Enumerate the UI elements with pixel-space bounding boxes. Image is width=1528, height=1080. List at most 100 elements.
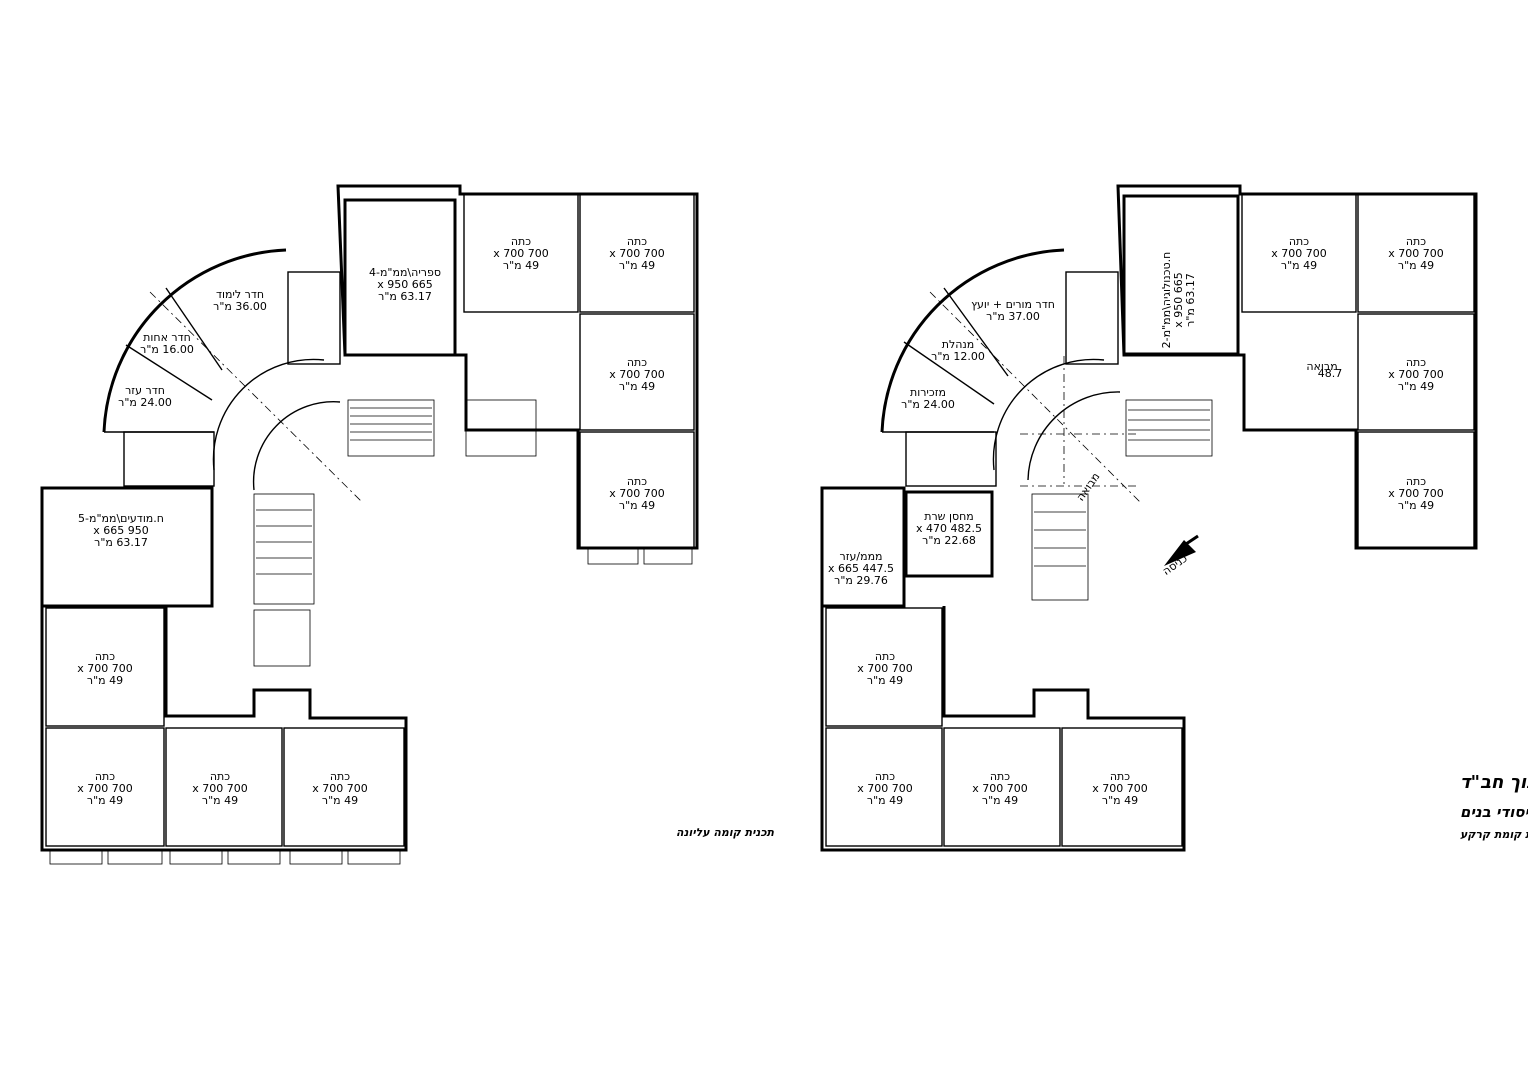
room-text-line: 24.00 מ"ר (901, 398, 955, 411)
room-text-line: מנהלת (942, 338, 975, 351)
room-text-line: כתה (1110, 770, 1130, 783)
ground-corridor-curve (1027, 391, 1121, 481)
room-text-line: 49 מ"ר (503, 259, 539, 272)
drawing-title: קרית חינוך חב"ד (1460, 772, 1528, 793)
room-text-line: 49 מ"ר (1398, 499, 1434, 512)
room-text-line: 700 x 700 (972, 782, 1028, 795)
upper-balcony-2 (643, 547, 693, 565)
small-lobby-area: 48.7 (1318, 367, 1343, 380)
room-text-line: כתה (875, 650, 895, 663)
room-text-line: כתה (210, 770, 230, 783)
room-text-line: 29.76 מ"ר (834, 574, 888, 587)
room-text-line: 49 מ"ר (87, 674, 123, 687)
room-text-line: כתה (95, 770, 115, 783)
room-text-line: 49 מ"ר (1398, 259, 1434, 272)
upper-class-2-walls (579, 193, 695, 313)
room-text-line: 24.00 מ"ר (118, 396, 172, 409)
room-text-line: כתה (1406, 356, 1426, 369)
ground-partition-2 (903, 341, 995, 405)
room-text-line: חדר מורים + יועץ (971, 298, 1055, 311)
room-text-line: כתה (95, 650, 115, 663)
entrance-arrow-icon (1164, 534, 1199, 566)
room-text-line: כתה (990, 770, 1010, 783)
upper-balcony-8 (347, 849, 401, 865)
room-text-line: מממ/עזר (839, 550, 882, 563)
upper-balcony-1 (587, 547, 639, 565)
upper-south-wing-outline (40, 606, 408, 852)
room-text-line: 700 x 700 (1388, 487, 1444, 500)
room-text-line: 700 x 700 (77, 662, 133, 675)
upper-axis-line (149, 291, 363, 503)
upper-class-6-walls (45, 727, 165, 847)
room-text-line: 63.17 מ"ר (94, 536, 148, 549)
room-text-line: 49 מ"ר (87, 794, 123, 807)
upper-plan-label: תכנית קומה עליונה (676, 826, 775, 839)
upper-curved-outer-wall (102, 248, 287, 433)
room-text-line: 12.00 מ"ר (931, 350, 985, 363)
ground-class-5-walls (825, 607, 943, 727)
room-text-line: 700 x 700 (1388, 368, 1444, 381)
ground-mmm-walls (820, 486, 906, 608)
upper-stairs-west (253, 493, 315, 605)
room-text-line: 49 מ"ר (1398, 380, 1434, 393)
room-text-line: כתה (627, 356, 647, 369)
room-text-line: 665 x 950 (377, 278, 433, 291)
upper-library-walls (343, 198, 457, 357)
upper-balcony-5 (169, 849, 223, 865)
room-text-line: 482.5 x 470 (916, 522, 982, 535)
room-text-line: 700 x 700 (609, 247, 665, 260)
upper-class-1-walls (463, 193, 579, 313)
ground-tech-walls (1122, 194, 1240, 356)
ground-class-3-walls (1357, 313, 1475, 431)
room-text-line: חדר עזר (125, 384, 165, 397)
room-text-line: 700 x 700 (1271, 247, 1327, 260)
room-text-line: 700 x 700 (857, 662, 913, 675)
room-text-line: 36.00 מ"ר (213, 300, 267, 313)
upper-bridge (465, 399, 537, 457)
room-text-line: 49 מ"ר (982, 794, 1018, 807)
room-text-line: כתה (511, 235, 531, 248)
room-text-line: ח.מודעים\ממ"מ-5 (78, 512, 164, 525)
room-text-line: 49 מ"ר (619, 259, 655, 272)
ground-partition-1 (943, 287, 1009, 377)
ground-south-wing-outline (820, 606, 1186, 852)
upper-curved-inner-wall (212, 358, 325, 471)
upper-balcony-6 (227, 849, 281, 865)
ground-class-8-walls (1061, 727, 1183, 847)
ground-stairs-west (1031, 493, 1089, 601)
upper-partition-1 (165, 287, 223, 371)
room-text-line: כתה (1289, 235, 1309, 248)
drawing-subtitle: בית ספר יסודי בנים (1460, 803, 1528, 821)
upper-stairs-north (347, 399, 435, 457)
room-text-line: חדר אחות (143, 331, 191, 344)
room-text-line: 665 x 950 (1172, 272, 1185, 328)
upper-class-5-walls (45, 607, 165, 727)
room-text-line: 49 מ"ר (867, 674, 903, 687)
room-text-line: 49 מ"ר (619, 380, 655, 393)
ground-floor-plan (820, 184, 1478, 852)
upper-west-bridge (253, 609, 311, 667)
room-text-line: 700 x 700 (609, 487, 665, 500)
room-text-line: כתה (627, 235, 647, 248)
room-text-line: 700 x 700 (493, 247, 549, 260)
room-text-line: ספריה\ממ"מ-4 (369, 266, 441, 279)
upper-floor-plan (40, 184, 699, 865)
room-text-line: מחסן שרת (924, 510, 974, 523)
room-text-line: חדר לימוד (216, 288, 264, 301)
upper-modaim-walls (40, 486, 214, 608)
